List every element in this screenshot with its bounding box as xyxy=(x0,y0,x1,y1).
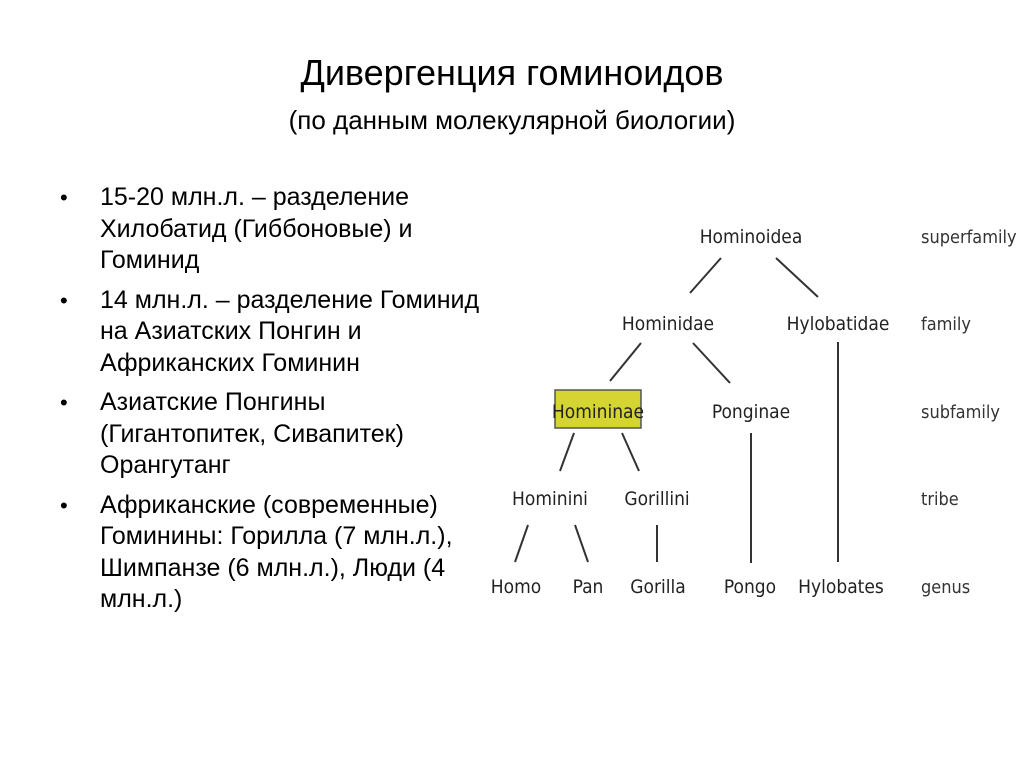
rank-genus: genus xyxy=(921,577,970,598)
bullet-marker: • xyxy=(60,492,68,518)
rank-tribe: tribe xyxy=(921,489,959,510)
bullet-marker: • xyxy=(60,185,68,210)
node-gorillini: Gorillini xyxy=(624,488,689,510)
bullet-marker: • xyxy=(60,390,68,415)
bullet-text: Африканские (современные) Гоминины: Гори… xyxy=(100,490,453,614)
edge-hominini-pan xyxy=(574,524,589,563)
node-hylobates: Hylobates xyxy=(798,576,884,598)
bullet-text: Азиатские Понгины (Гигантопитек, Сивапит… xyxy=(100,388,404,479)
node-hominini: Hominini xyxy=(512,488,588,510)
bullet-list: • 15-20 млн.л. – разделение Хилобатид (Ги… xyxy=(60,182,480,624)
node-pan: Pan xyxy=(573,576,604,598)
node-hominoidea: Hominoidea xyxy=(700,226,803,248)
node-homininae: Homininae xyxy=(552,401,644,423)
edge-hominidae-ponginae xyxy=(692,342,731,384)
bullet-item: • Азиатские Понгины (Гигантопитек, Сивапи… xyxy=(60,387,480,482)
node-homo: Homo xyxy=(491,576,541,598)
bullet-text: 14 млн.л. – разделение Гоминид на Азиатс… xyxy=(100,285,480,377)
edge-homininae-gorillini xyxy=(621,432,640,472)
bullet-item: • Африканские (современные) Гоминины: Гор… xyxy=(60,490,480,616)
bullet-item: • 15-20 млн.л. – разделение Хилобатид (Ги… xyxy=(60,182,480,277)
node-pongo: Pongo xyxy=(724,576,776,598)
bullet-text: 15-20 млн.л. – разделение Хилобатид (Гиб… xyxy=(100,183,413,274)
edge-hominini-homo xyxy=(514,524,529,563)
node-ponginae: Ponginae xyxy=(712,401,790,423)
tree-connectors xyxy=(514,257,839,563)
edge-hominoidea-hominidae xyxy=(689,257,722,294)
node-hominidae: Hominidae xyxy=(622,313,714,335)
slide-title: Дивергенция гоминоидов xyxy=(300,52,724,93)
bullet-item: • 14 млн.л. – разделение Гоминид на Азиат… xyxy=(60,285,480,380)
bullet-marker: • xyxy=(60,287,68,313)
rank-subfamily: subfamily xyxy=(921,402,1000,423)
edge-homininae-hominini xyxy=(559,432,575,472)
rank-family: family xyxy=(921,314,971,335)
node-gorilla: Gorilla xyxy=(630,576,685,598)
rank-superfamily: superfamily xyxy=(921,227,1017,248)
slide-subtitle: (по данным молекулярной биологии) xyxy=(288,105,736,135)
edge-hominoidea-hylobatidae xyxy=(775,257,819,298)
edge-hominidae-homininae xyxy=(609,342,642,382)
highlight-box-homininae xyxy=(554,389,642,429)
node-hylobatidae: Hylobatidae xyxy=(787,313,890,335)
